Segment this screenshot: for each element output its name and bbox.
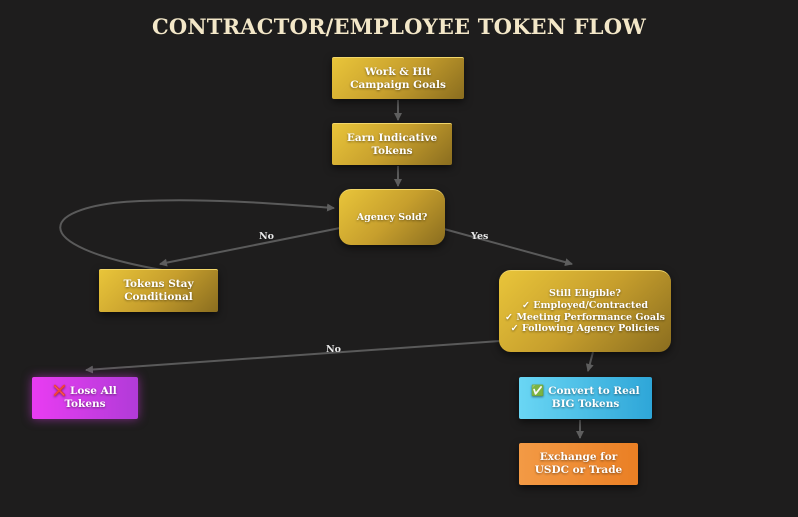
edge-loop-back-to-sold (59, 199, 335, 271)
node-label: ✅ Convert to Real (531, 385, 640, 398)
edge-label-eligible-no: No (326, 344, 342, 355)
edge-eligible-to-convert (585, 351, 594, 372)
node-label: Exchange for (539, 451, 618, 464)
node-exchange-usdc-or-trade: Exchange for USDC or Trade (519, 443, 638, 485)
edge-label-sold-no: No (259, 231, 275, 242)
node-label: ✓ Employed/Contracted (521, 299, 649, 311)
node-label: ✓ Meeting Performance Goals (505, 311, 665, 323)
node-convert-to-big-tokens: ✅ Convert to Real BIG Tokens (519, 377, 652, 419)
node-agency-sold-decision: Agency Sold? (339, 189, 445, 245)
edge-eligible-to-lose (85, 340, 501, 374)
node-label: Work & Hit (364, 65, 432, 78)
node-label: USDC or Trade (534, 464, 623, 476)
node-still-eligible-decision: Still Eligible? ✓ Employed/Contracted ✓ … (499, 270, 671, 352)
edge-sold-to-conditional (159, 227, 341, 267)
node-label: Tokens (64, 398, 106, 410)
node-earn-indicative-tokens: Earn Indicative Tokens (332, 123, 452, 165)
edge-label-sold-yes: Yes (471, 231, 489, 242)
node-label: ✓ Following Agency Policies (510, 323, 660, 335)
node-lose-all-tokens: ❌ Lose All Tokens (32, 377, 138, 419)
node-label: Tokens (371, 144, 413, 157)
node-tokens-stay-conditional: Tokens Stay Conditional (99, 269, 218, 312)
node-label: Still Eligible? (549, 288, 621, 300)
node-label: Earn Indicative (346, 131, 438, 144)
node-label: ❌ Lose All (53, 385, 117, 398)
node-label: Conditional (124, 291, 193, 303)
node-label: Tokens Stay (123, 278, 194, 291)
diagram-title: CONTRACTOR/EMPLOYEE TOKEN FLOW (152, 14, 646, 39)
node-work-hit-campaign-goals: Work & Hit Campaign Goals (332, 57, 464, 99)
node-label: Agency Sold? (356, 211, 428, 223)
edge-sold-to-eligible (443, 228, 573, 267)
node-label: BIG Tokens (551, 398, 620, 410)
node-label: Campaign Goals (350, 78, 446, 91)
